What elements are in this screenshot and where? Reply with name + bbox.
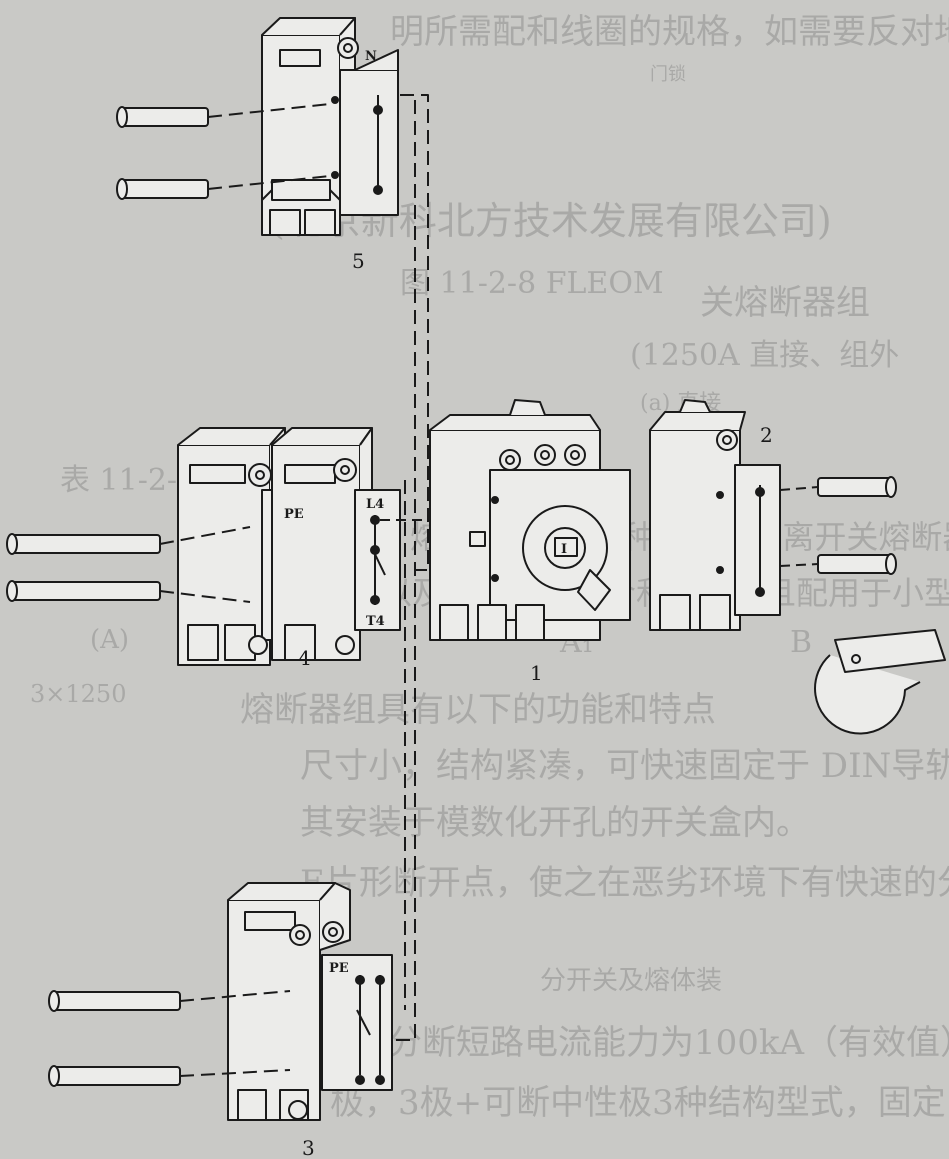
connection-line xyxy=(400,94,429,571)
neutral-pole-module xyxy=(261,17,399,236)
bleed-text-line: 性，分断短路电流能力为100kA（有效值） xyxy=(320,1023,949,1063)
bleed-text-line: 极，3极+可断中性极3种结构型式，固定中性极 xyxy=(330,1083,949,1123)
bleed-text-line: 关熔断器组 xyxy=(700,283,870,323)
l4-t4-pole-module xyxy=(271,427,401,661)
mounting-screw xyxy=(116,103,331,128)
bottom-pe-module xyxy=(227,882,393,1121)
mounting-screw xyxy=(779,553,897,575)
callout-number: 3 xyxy=(302,1136,315,1159)
t4-mark: T4 xyxy=(366,614,385,629)
auxiliary-pole-module xyxy=(649,399,781,631)
mounting-screw xyxy=(48,1065,291,1087)
callout-number: 5 xyxy=(352,249,365,273)
bleed-text-line: (1250A 直接、组外 xyxy=(630,338,900,373)
rotary-handle xyxy=(814,629,946,735)
bleed-text-line: 熔断器组具有以下的功能和特点 xyxy=(240,690,716,730)
mounting-screw xyxy=(116,175,331,200)
bleed-text-line: B xyxy=(790,625,813,660)
bleed-text-line: 图 11-2-8 FLEOM xyxy=(400,266,664,301)
bleed-text-line: 3×1250 xyxy=(30,680,127,708)
mounting-screw xyxy=(48,990,291,1012)
callout-number: 1 xyxy=(530,661,543,685)
l4-mark: L4 xyxy=(366,497,384,512)
bleed-text-line: 其安装于模数化开孔的开关盒内。 xyxy=(300,803,810,843)
bleed-text-line: 分开关及熔体装 xyxy=(540,966,723,996)
pe-mark: PE xyxy=(329,961,349,976)
mounting-screw xyxy=(6,526,251,555)
bleed-text-line: 门锁 xyxy=(650,64,686,85)
mounting-screw xyxy=(6,580,251,603)
pe-mark: PE xyxy=(284,507,304,522)
mounting-screw xyxy=(779,476,897,498)
bleed-text-line: 尺寸小，结构紧凑，可快速固定于 DIN导轨上。 xyxy=(300,746,949,786)
callout-number: 2 xyxy=(760,423,773,447)
main-switch-body xyxy=(429,399,631,641)
bleed-text-line: E片形断开点，使之在恶劣环境下有快速的分断 xyxy=(300,863,949,903)
callout-number: 4 xyxy=(298,646,311,670)
bleed-text-line: (A) xyxy=(90,625,130,655)
neutral-mark: N xyxy=(365,49,377,64)
knob-mark: I xyxy=(561,542,567,557)
bleed-text-line: 明所需配和线圈的规格，如需要反对地漏电检测 xyxy=(390,12,949,52)
